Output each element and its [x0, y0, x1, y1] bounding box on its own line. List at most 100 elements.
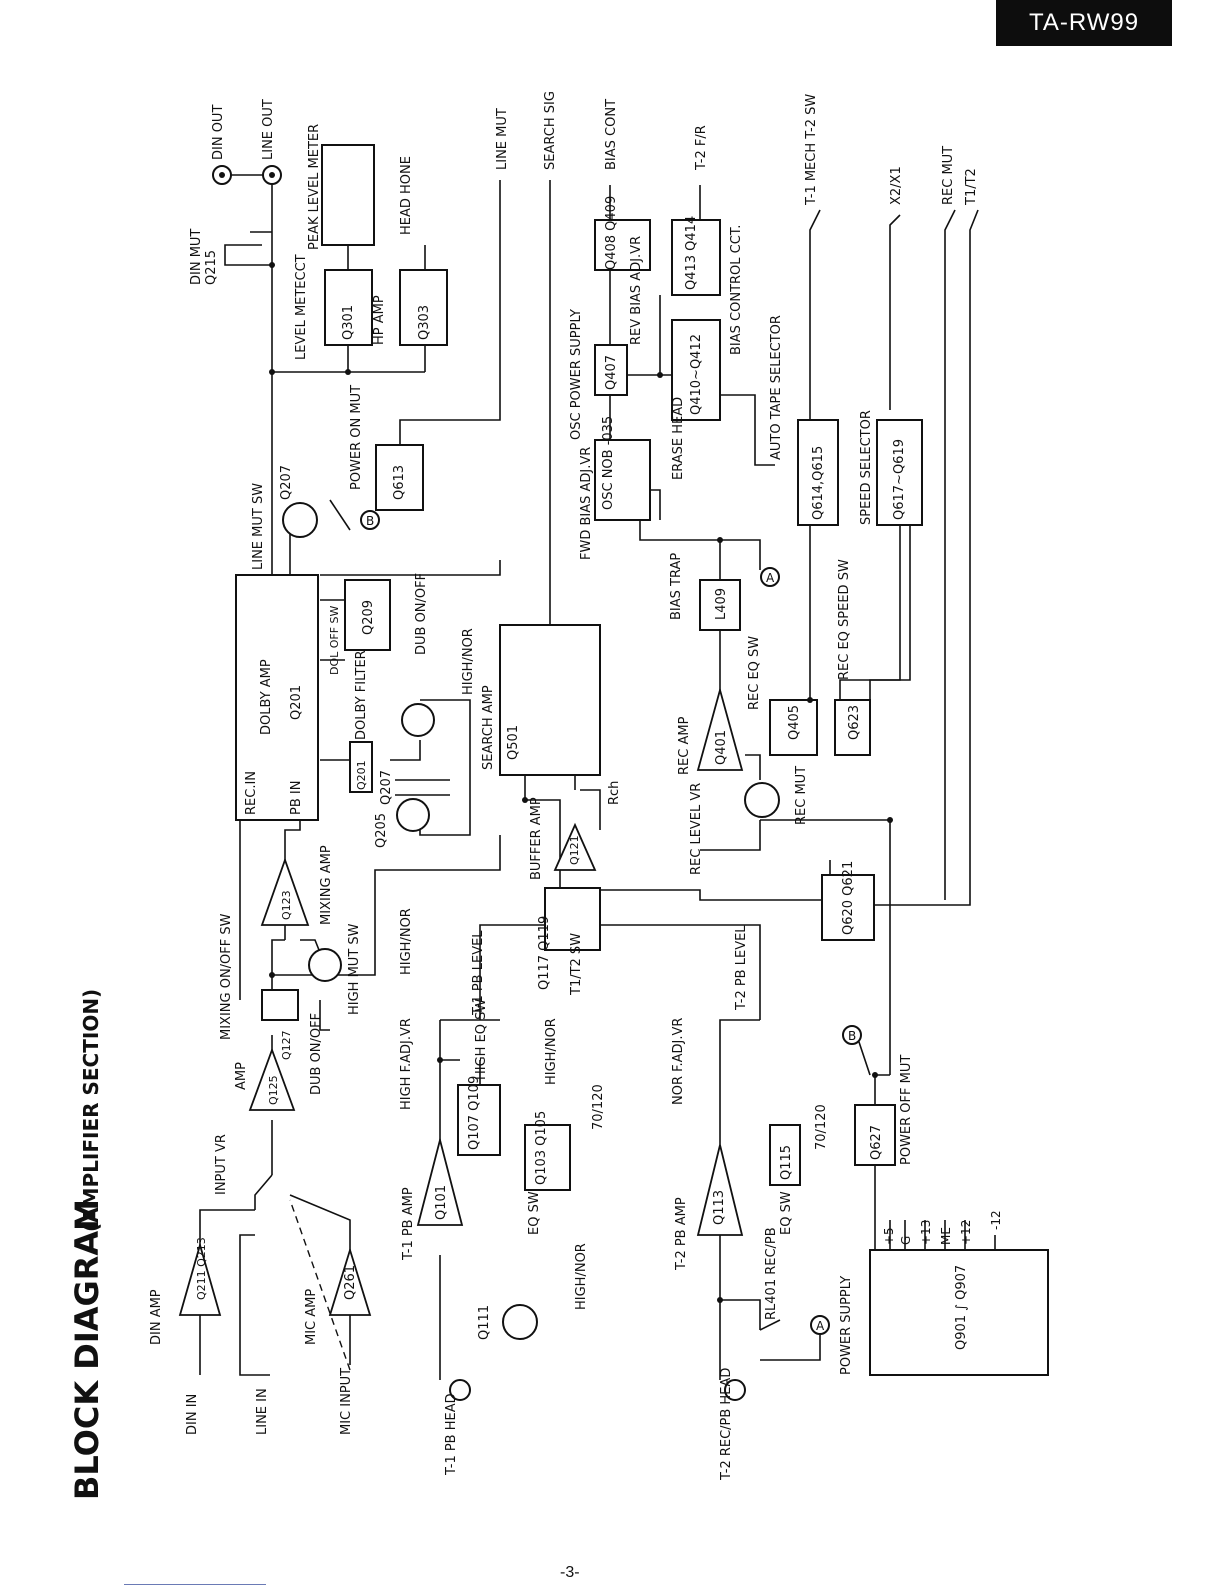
dolby-amp-block	[235, 574, 319, 821]
label-erase-head: ERASE HEAD	[671, 397, 686, 480]
label-buffer-amp: BUFFER AMP	[529, 797, 544, 880]
t2-rec-pb-head	[724, 1379, 746, 1401]
label-x2x1: X2/X1	[889, 166, 904, 205]
q627-block	[854, 1104, 896, 1166]
label-high-nor-4: HIGH/NOR	[574, 1243, 589, 1310]
label-rl401: RL401 REC/PB	[764, 1227, 779, 1320]
q405-block	[769, 699, 818, 756]
search-amp-box	[499, 624, 601, 776]
label-high-nor-2: HIGH/NOR	[461, 628, 476, 695]
label-power-off-mut: POWER OFF MUT	[899, 1055, 914, 1165]
label-search-amp: SEARCH AMP	[481, 685, 496, 770]
label-q215: Q215	[204, 250, 219, 285]
label-pb-in: PB IN	[289, 781, 304, 815]
label-rev-bias: REV BIAS ADJ.VR	[629, 236, 644, 345]
label-mixing-sw: MIXING ON/OFF SW	[219, 913, 234, 1040]
label-auto-tape-selector: AUTO TAPE SELECTOR	[769, 315, 784, 460]
label-q201b: Q201	[355, 760, 368, 790]
label-search-sig: SEARCH SIG	[543, 91, 558, 170]
label-line-in: LINE IN	[255, 1388, 270, 1435]
rail-1: +5	[882, 1227, 896, 1245]
label-headphone: HEAD HONE	[399, 156, 414, 235]
label-t1-pb-head: T-1 PB HEAD	[444, 1393, 459, 1476]
diagram-title: BLOCK DIAGRAM (AMPLIFIER SECTION)	[68, 989, 106, 1500]
label-line-out: LINE OUT	[261, 99, 276, 160]
label-q501: Q501	[506, 725, 521, 760]
label-rch: Rch	[607, 781, 622, 805]
rail-4: ME	[939, 1227, 953, 1245]
marker-a-1: A	[760, 567, 780, 587]
label-q125: Q125	[267, 1075, 280, 1105]
label-q207b: Q207	[379, 770, 394, 805]
q614-block	[797, 419, 839, 526]
label-dolby-filter: DOLBY FILTER	[354, 650, 369, 740]
svg-text:A: A	[816, 1319, 825, 1333]
amp-q125-triangle	[248, 1047, 296, 1111]
label-rec-mut-lbl: REC MUT	[794, 766, 809, 825]
svg-text:B: B	[366, 514, 374, 528]
label-nor-f-adj: NOR F.ADJ.VR	[671, 1018, 686, 1105]
power-supply-block	[869, 1249, 1049, 1376]
label-t2-pb-amp: T-2 PB AMP	[674, 1197, 689, 1271]
q207-line-mut-transistor	[282, 502, 318, 538]
q301-block	[324, 269, 373, 346]
model-badge: TA-RW99	[996, 0, 1172, 46]
label-eq-sw-1: EQ SW	[527, 1191, 542, 1235]
label-q405: Q405	[787, 705, 802, 740]
osc-block	[594, 439, 651, 521]
rail-5: +12	[959, 1220, 973, 1245]
label-dolby-amp: DOLBY AMP	[259, 659, 274, 735]
marker-a-2: A	[810, 1315, 830, 1335]
label-bias-control: BIAS CONTROL CCT.	[729, 225, 744, 355]
label-din-out: DIN OUT	[211, 105, 226, 160]
t1-pb-head	[449, 1379, 471, 1401]
label-rec-mut: REC MUT	[941, 146, 956, 205]
label-high-f-adj: HIGH F.ADJ.VR	[399, 1018, 414, 1110]
label-high-nor-1: HIGH/NOR	[399, 908, 414, 975]
label-din-in: DIN IN	[185, 1394, 200, 1435]
peak-meter-block	[321, 144, 375, 246]
label-high-nor-3: HIGH/NOR	[544, 1018, 559, 1085]
label-dub: DUB ON/OFF	[309, 1013, 324, 1095]
q623-block	[834, 699, 871, 756]
title-sub: (AMPLIFIER SECTION)	[79, 989, 103, 1232]
label-70-120-2: 70/120	[814, 1104, 829, 1150]
label-rec-amp: REC AMP	[677, 716, 692, 775]
label-rec-eq-sw: REC EQ SW	[747, 636, 762, 710]
rec-mut-transistor	[744, 782, 780, 818]
rail-3: +13	[919, 1220, 933, 1245]
high-mut-transistor	[308, 948, 342, 982]
t1-pb-amp-triangle	[416, 1136, 464, 1226]
label-l409: L409	[714, 588, 729, 620]
label-power-on-mut: POWER ON MUT	[349, 385, 364, 490]
label-rec-level-vr: REC LEVEL VR	[689, 783, 704, 875]
label-q115: Q115	[779, 1145, 794, 1180]
label-level-meter: LEVEL METECCT	[294, 254, 309, 360]
label-t2-rec-pb-head: T-2 REC/PB HEAD	[719, 1368, 734, 1481]
label-q209: Q209	[361, 600, 376, 635]
label-q117: Q117 Q119	[537, 916, 552, 990]
t1t2-sw-block	[544, 887, 601, 951]
label-q303: Q303	[417, 305, 432, 340]
label-amp: AMP	[234, 1062, 249, 1090]
label-q614: Q614,Q615	[811, 446, 826, 520]
label-mic-amp: MIC AMP	[304, 1289, 319, 1345]
page-number: -3-	[560, 1564, 580, 1581]
label-t2-fr: T-2 F/R	[694, 125, 709, 171]
q111-transistor	[502, 1304, 538, 1340]
mic-amp-triangle	[328, 1246, 372, 1316]
q127-block	[261, 989, 299, 1021]
label-t2-pb-level: T-2 PB LEVEL	[734, 925, 749, 1011]
q620-block	[821, 874, 875, 941]
l409-block	[699, 579, 741, 631]
label-eq-sw-2: EQ SW	[779, 1191, 794, 1235]
q408-block	[594, 219, 651, 271]
label-t1t2: T1/T2	[964, 168, 979, 206]
label-din-mut: DIN MUT	[189, 229, 204, 285]
label-q107: Q107 Q109	[467, 1076, 482, 1150]
label-power-supply: POWER SUPPLY	[839, 1276, 854, 1375]
svg-text:B: B	[848, 1029, 856, 1043]
label-hp-amp: HP AMP	[372, 295, 387, 345]
label-osc: OSC NOB -035	[601, 416, 616, 510]
